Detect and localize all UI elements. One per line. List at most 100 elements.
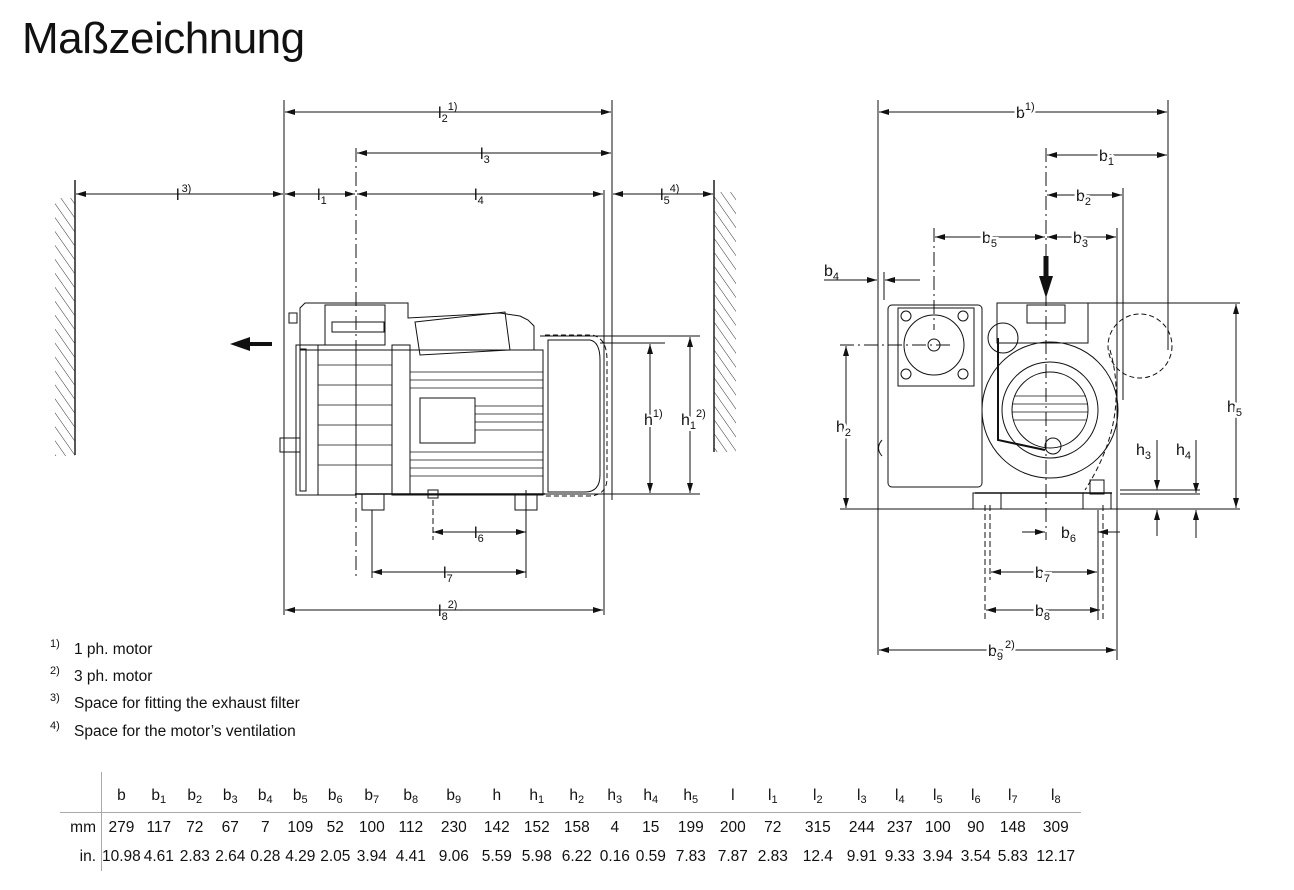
column-header: h bbox=[476, 772, 517, 813]
unit-header bbox=[60, 772, 102, 813]
table-cell: 4.29 bbox=[285, 847, 316, 865]
column-symbol: b bbox=[403, 787, 413, 804]
column-header: b9 bbox=[430, 772, 477, 813]
table-cell: 7.83 bbox=[675, 847, 706, 865]
unit-cell: in. bbox=[60, 842, 102, 871]
label-l1: l1 bbox=[317, 187, 327, 207]
label-b7: b7 bbox=[1035, 565, 1050, 585]
label-b8: b8 bbox=[1035, 603, 1050, 623]
column-symbol: b bbox=[257, 787, 267, 804]
table-cell: 12.4 bbox=[802, 847, 833, 865]
column-symbol: b bbox=[117, 787, 126, 804]
column-header: b1 bbox=[140, 772, 177, 813]
label-l2: l21) bbox=[438, 101, 457, 125]
table-cell: 12.17 bbox=[1036, 847, 1076, 865]
table-cell: 10.98 bbox=[102, 847, 141, 865]
label-b: b1) bbox=[1016, 101, 1035, 122]
footnote-text: Space for the motor’s ventilation bbox=[74, 722, 296, 740]
table-cell: 2.05 bbox=[320, 847, 351, 865]
table-cell: 112 bbox=[398, 818, 424, 836]
column-header: h2 bbox=[556, 772, 597, 813]
table-cell: 72 bbox=[186, 818, 204, 836]
column-subscript: 3 bbox=[231, 794, 238, 806]
label-b9: b92) bbox=[988, 639, 1015, 663]
column-header: b7 bbox=[352, 772, 391, 813]
pump-front-body bbox=[878, 302, 1173, 510]
table-cell: 4.61 bbox=[143, 847, 174, 865]
column-header: l8 bbox=[1030, 772, 1081, 813]
column-subscript: 1 bbox=[771, 794, 778, 806]
table-cell: 3.94 bbox=[922, 847, 953, 865]
column-symbol: h bbox=[529, 787, 539, 804]
footnote-mark: 3) bbox=[50, 692, 60, 705]
column-symbol: h bbox=[492, 787, 502, 804]
footnote-text: Space for fitting the exhaust filter bbox=[74, 695, 300, 713]
footnote-mark: 2) bbox=[50, 665, 60, 678]
column-subscript: 3 bbox=[860, 794, 867, 806]
front-view: b1) b1 b2 b3 b5 b4 b6 b7 b8 b92) h2 h3 h… bbox=[824, 99, 1245, 666]
table-cell: 5.59 bbox=[481, 847, 512, 865]
column-symbol: h bbox=[569, 787, 579, 804]
exhaust-direction-arrow bbox=[230, 337, 272, 351]
column-subscript: 5 bbox=[301, 794, 308, 806]
column-header: h3 bbox=[596, 772, 633, 813]
footnote-mark: 4) bbox=[50, 719, 60, 732]
column-header: l4 bbox=[880, 772, 919, 813]
column-header: l6 bbox=[956, 772, 995, 813]
table-cell: 0.16 bbox=[599, 847, 630, 865]
column-subscript: 1 bbox=[160, 794, 167, 806]
column-header: l bbox=[712, 772, 753, 813]
table-cell: 315 bbox=[804, 818, 831, 836]
column-symbol: b bbox=[364, 787, 374, 804]
table-cell: 3.94 bbox=[356, 847, 387, 865]
column-header: b2 bbox=[176, 772, 213, 813]
column-header: b8 bbox=[390, 772, 431, 813]
column-subscript: 4 bbox=[652, 794, 659, 806]
label-h3: h3 bbox=[1136, 442, 1151, 462]
column-header: b bbox=[101, 772, 141, 813]
column-symbol: b bbox=[151, 787, 161, 804]
column-subscript: 5 bbox=[936, 794, 943, 806]
label-h5: h5 bbox=[1227, 399, 1242, 419]
table-cell: 200 bbox=[719, 818, 746, 836]
table-cell: 67 bbox=[221, 818, 239, 836]
column-header: h4 bbox=[632, 772, 669, 813]
footnote: 2)3 ph. motor bbox=[50, 663, 300, 690]
table-cell: 2.83 bbox=[757, 847, 788, 865]
table-cell: 152 bbox=[523, 818, 550, 836]
table-cell: 15 bbox=[642, 818, 660, 836]
column-header: l3 bbox=[842, 772, 881, 813]
label-l4: l4 bbox=[474, 187, 484, 207]
table-cell: 142 bbox=[483, 818, 510, 836]
table-cell: 244 bbox=[848, 818, 875, 836]
table-cell: 117 bbox=[146, 818, 172, 836]
table-cell: 0.28 bbox=[250, 847, 281, 865]
table-cell: 90 bbox=[967, 818, 985, 836]
table-cell: 2.64 bbox=[215, 847, 246, 865]
column-header: l5 bbox=[918, 772, 957, 813]
column-subscript: 9 bbox=[455, 794, 462, 806]
label-h1: h12) bbox=[681, 408, 706, 432]
column-subscript: 5 bbox=[692, 794, 699, 806]
column-symbol: l bbox=[1008, 787, 1012, 804]
column-symbol: l bbox=[813, 787, 817, 804]
unit-cell: mm bbox=[60, 812, 102, 842]
table-cell: 6.22 bbox=[561, 847, 592, 865]
column-symbol: l bbox=[731, 787, 735, 804]
column-symbol: b bbox=[327, 787, 337, 804]
table-cell: 7.87 bbox=[717, 847, 748, 865]
table-cell: 2.83 bbox=[179, 847, 210, 865]
column-symbol: h bbox=[607, 787, 617, 804]
column-subscript: 7 bbox=[373, 794, 380, 806]
column-symbol: b bbox=[187, 787, 197, 804]
page-title: Maßzeichnung bbox=[22, 14, 305, 63]
table-cell: 109 bbox=[287, 818, 314, 836]
table-cell: 3.54 bbox=[960, 847, 991, 865]
label-h: h1) bbox=[644, 408, 663, 429]
column-symbol: h bbox=[683, 787, 693, 804]
table-cell: 0.59 bbox=[635, 847, 666, 865]
column-symbol: l bbox=[1051, 787, 1055, 804]
